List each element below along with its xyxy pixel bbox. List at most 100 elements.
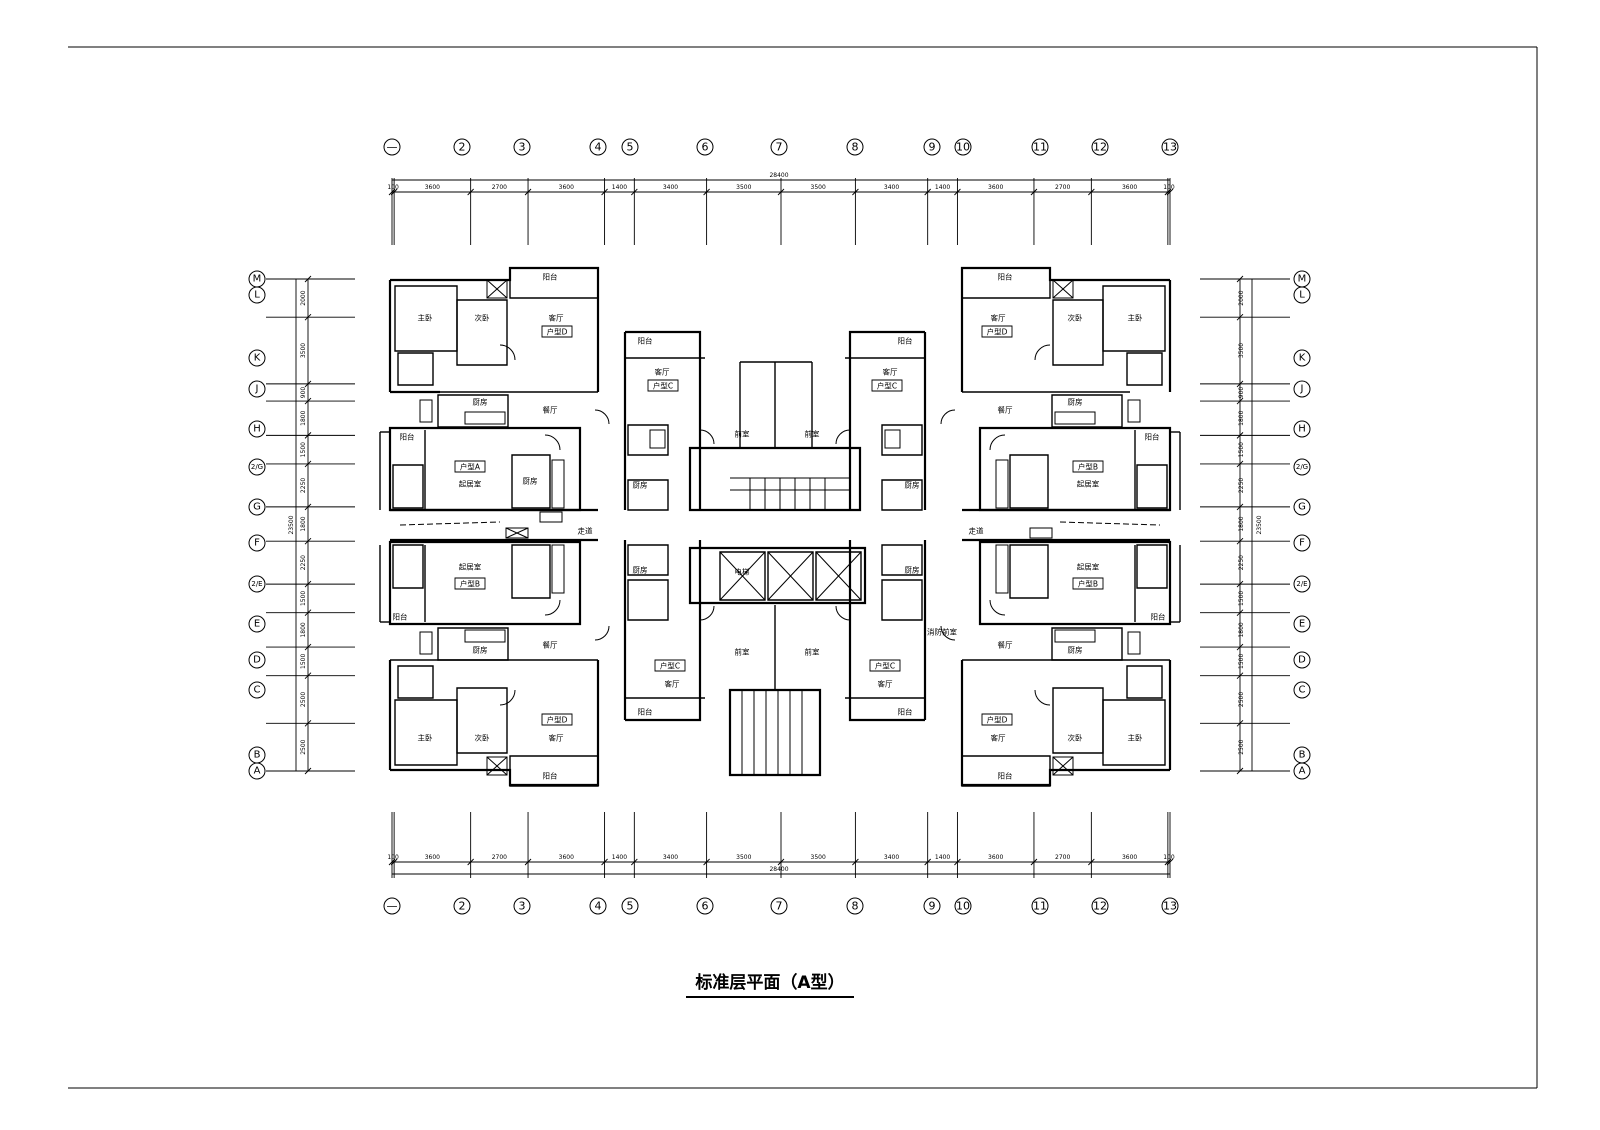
room-lobby-cur: 前室: [805, 429, 820, 439]
bottom-axis-label: 7: [776, 900, 783, 913]
dimension-segment-label: 1800: [1238, 516, 1245, 531]
unit-tag-d-rd: 户型D: [987, 715, 1008, 725]
unit-tag-d-ru: 户型D: [987, 327, 1008, 337]
dimension-segment-label: 2700: [1055, 854, 1070, 861]
top-axis-label: 6: [702, 141, 709, 154]
room-balcony-ld: 阳台: [543, 771, 558, 781]
right-axis-10: E: [1293, 615, 1311, 633]
plan-walls: [380, 268, 1180, 786]
unit-tag-b-ru: 户型B: [1078, 462, 1098, 472]
room-balcony-cul: 阳台: [638, 336, 653, 346]
room-corridor-left: 走道: [578, 526, 593, 536]
top-axis-11: 11: [1031, 138, 1049, 156]
top-axis-label: 3: [519, 141, 526, 154]
right-axis-13: B: [1293, 746, 1311, 764]
dimension-segment-label: 1400: [935, 854, 950, 861]
top-axis-10: 10: [954, 138, 972, 156]
left-axis-label: H: [253, 424, 261, 435]
right-axis-label: L: [1299, 290, 1305, 301]
dimension-segment-label: 3600: [988, 854, 1003, 861]
bottom-axis-13: 13: [1161, 897, 1179, 915]
dimension-chain-left: 2000350090018001500225018002250150018001…: [266, 276, 355, 774]
room-dining-ru: 餐厅: [998, 406, 1013, 415]
unit-tag-c-cur: 户型C: [877, 381, 897, 391]
bottom-axis-label: —: [387, 900, 398, 913]
dimension-segment-label: 3600: [988, 184, 1003, 191]
room-kitchen-ru: 厨房: [1068, 397, 1083, 407]
dimension-segment-label: 2250: [1238, 555, 1245, 570]
dimension-segment-label: 2250: [1238, 478, 1245, 493]
dimension-segment-label: 1500: [300, 654, 307, 669]
dimension-segment-label: 3400: [663, 854, 678, 861]
right-axis-9: 2/E: [1293, 575, 1311, 593]
room-studio-rb2: 起居室: [1077, 562, 1100, 572]
bottom-axis-7: 7: [770, 897, 788, 915]
right-axis-label: B: [1299, 750, 1306, 761]
left-axis-7: G: [248, 498, 266, 516]
room-kitchen-cll: 厨房: [633, 565, 648, 575]
right-axis-label: A: [1299, 766, 1306, 777]
bottom-axis-label: 5: [627, 900, 634, 913]
dimension-segment-label: 1400: [612, 854, 627, 861]
dimension-segment-label: 2250: [300, 478, 307, 493]
room-balcony-clr: 阳台: [898, 707, 913, 717]
dimension-segment-label: 3600: [559, 184, 574, 191]
unit-tag-a-left: 户型A: [460, 462, 481, 472]
dimension-segment-label: 2500: [300, 692, 307, 707]
right-axis-label: C: [1299, 685, 1306, 696]
dimension-total-label: 23500: [1256, 515, 1263, 534]
dimension-segment-label: 2700: [1055, 184, 1070, 191]
left-axis-2: L: [248, 286, 266, 304]
bottom-axis-label: 10: [956, 900, 970, 913]
dimension-segment-label: 900: [300, 387, 307, 399]
right-axis-label: 2/E: [1296, 580, 1307, 588]
top-axis-6: 6: [696, 138, 714, 156]
room-kitchen-ld: 厨房: [473, 645, 488, 655]
dimension-segment-label: 1400: [935, 184, 950, 191]
dimension-segment-label: 3500: [1238, 343, 1245, 358]
left-axis-label: A: [254, 766, 261, 777]
dimension-segment-label: 2000: [300, 290, 307, 305]
room-second-bedroom-ru: 次卧: [1068, 313, 1084, 323]
room-master-bedroom-rd: 主卧: [1128, 733, 1144, 743]
right-axis-label: M: [1298, 274, 1307, 285]
room-second-bedroom-lu: 次卧: [475, 313, 490, 323]
dimension-segment-label: 3500: [811, 184, 826, 191]
dimension-segment-label: 3500: [811, 854, 826, 861]
right-axis-11: D: [1293, 651, 1311, 669]
left-axis-8: F: [248, 534, 266, 552]
room-balcony-rb2: 阳台: [1151, 612, 1166, 622]
room-lobby-cll: 前室: [735, 647, 750, 657]
left-axis-label: L: [254, 290, 260, 301]
room-balcony-ru: 阳台: [998, 272, 1013, 282]
drawing-title-block: 标准层平面（A型）: [686, 972, 854, 997]
top-axis-5: 5: [621, 138, 639, 156]
room-master-bedroom-ld: 主卧: [418, 733, 433, 743]
room-dining-rd: 餐厅: [998, 641, 1013, 650]
room-living-clr: 客厅: [878, 679, 893, 689]
room-living-rd: 客厅: [991, 733, 1006, 743]
room-balcony-cur: 阳台: [898, 336, 913, 346]
dimension-segment-label: 1800: [300, 516, 307, 531]
top-axis-label: 7: [776, 141, 783, 154]
room-living-ld: 客厅: [549, 733, 564, 743]
room-kitchen-la: 厨房: [523, 476, 538, 486]
room-studio-lb: 起居室: [459, 562, 482, 572]
bottom-axis-label: 6: [702, 900, 709, 913]
top-axis-label: 2: [459, 141, 466, 154]
right-axis-5: H: [1293, 420, 1311, 438]
left-axis-5: H: [248, 420, 266, 438]
right-axis-6: 2/G: [1293, 458, 1311, 476]
dimension-chain-right: 2000350090018001500225018002250150018001…: [1200, 276, 1290, 774]
left-axis-11: D: [248, 651, 266, 669]
dimension-segment-label: 1500: [1238, 442, 1245, 457]
bottom-axis-12: 12: [1091, 897, 1109, 915]
right-axis-1: M: [1293, 270, 1311, 288]
top-axis-label: 9: [929, 141, 936, 154]
dimension-segment-label: 3400: [663, 184, 678, 191]
room-balcony-rd: 阳台: [998, 771, 1013, 781]
dimension-segment-label: 1800: [1238, 410, 1245, 425]
right-axis-label: G: [1298, 502, 1306, 513]
unit-tag-c-clr: 户型C: [875, 661, 895, 671]
